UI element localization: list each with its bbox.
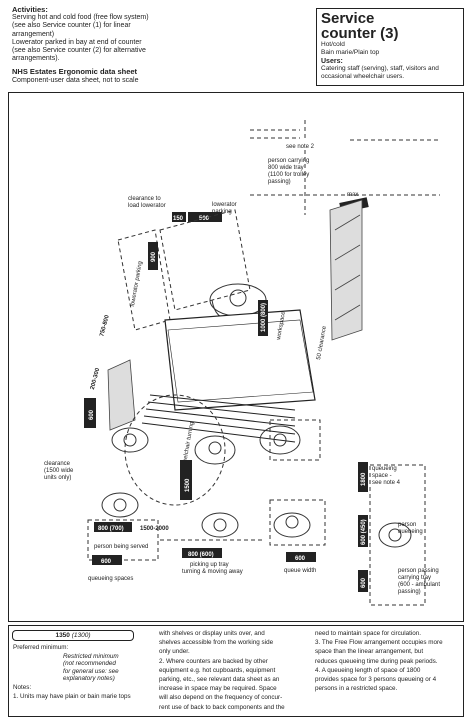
person-queueing-2: queueing xyxy=(398,529,423,535)
picking-up-1: picking up tray xyxy=(190,562,229,568)
notes-panel: Preferred minimum: Restricted minimum (n… xyxy=(8,625,464,717)
clearance-50: 50 clearance xyxy=(316,325,328,361)
col2-line: will also depend on the frequency of con… xyxy=(159,694,283,702)
queueing-space-2: space - xyxy=(372,473,392,479)
title-line1: Service xyxy=(321,10,375,27)
col2-line: with shelves or display units over, and xyxy=(159,630,265,637)
title-line2: counter (3) xyxy=(321,25,399,42)
col3-line: 4. A queueing length of space of 1800 xyxy=(315,666,421,674)
queue-width: queue width xyxy=(284,568,316,574)
col2-line: shelves accessible from the working side xyxy=(159,639,274,647)
col3-line: persons in a restricted space. xyxy=(315,685,398,693)
passing-4: passing) xyxy=(398,589,421,595)
tray-person-1: person carrying xyxy=(268,158,309,164)
col3-line: space than the linear arrangement, but xyxy=(315,648,424,656)
dim-150: 150 xyxy=(173,216,184,222)
clearance-1500-1: clearance xyxy=(44,461,71,467)
dim-600-q: 600 xyxy=(101,559,112,565)
queueing-space-3: see note 4 xyxy=(372,480,401,486)
col3-line: reduces queueing time during peak period… xyxy=(315,657,438,665)
col2-line: parking, etc., see relevant data sheet a… xyxy=(159,676,280,684)
dim-750: 750-800 xyxy=(99,314,111,337)
sheet-heading: NHS Estates Ergonomic data sheet xyxy=(12,67,138,77)
being-served: person being served xyxy=(94,544,148,550)
workspace-label: workspace xyxy=(276,310,287,341)
dim-600-left: 600 xyxy=(89,409,95,420)
dim-800-600: 800 (600) xyxy=(188,552,214,558)
col2-line: only under. xyxy=(159,648,190,656)
col2-line: equipment e.g. hot cupboards, equipment xyxy=(159,666,276,674)
activity-line: Lowerator parked in bay at end of counte… xyxy=(12,38,142,46)
col3-line: need to maintain space for circulation. xyxy=(315,630,422,637)
col3-line: 3. The Free Flow arrangement occupies mo… xyxy=(315,639,443,647)
note-see2: see note 2 xyxy=(286,144,315,150)
col2-line: 2. Where counters are backed by other xyxy=(159,657,268,665)
dim-600-450: 600 (450) xyxy=(361,519,367,545)
passing-2: carrying tray xyxy=(398,575,431,581)
sheet-sub: Component-user data sheet, not to scale xyxy=(12,76,139,84)
dim-1000: 1000 (800) xyxy=(261,303,267,332)
tray-person-3: (1100 for trolley xyxy=(268,172,309,178)
activity-line: (see also Service counter (1) for linear xyxy=(12,22,131,30)
title-sub2: Bain marie/Plain top xyxy=(321,48,380,56)
restricted-4: explanatory notes) xyxy=(63,674,115,682)
dim-200: 200-300 xyxy=(90,367,102,390)
clearance-lowerator-1: clearance to xyxy=(128,196,161,202)
clearance-1500-3: units only) xyxy=(44,475,71,481)
header-info: Activities: Serving hot and cold food (f… xyxy=(12,5,312,85)
dim-1800: 1800 xyxy=(361,472,367,486)
dim-500: 500 xyxy=(199,216,210,222)
lowerator-side: lowerator parking xyxy=(130,261,144,307)
lowerator-top-1: lowerator xyxy=(212,202,237,208)
note1: 1. Units may have plain or bain marie to… xyxy=(13,693,131,701)
dim-600-qw: 600 xyxy=(295,556,306,562)
activities-heading: Activities: xyxy=(12,5,48,14)
title-sub1: Hot/cold xyxy=(321,41,345,48)
drawing-frame xyxy=(8,92,464,622)
person-queueing-1: person xyxy=(398,522,416,528)
bar-alt: (1300) xyxy=(71,632,91,639)
col2-line: increase in space may be required. Space xyxy=(159,685,277,693)
picking-up-2: turning & moving away xyxy=(182,569,243,575)
activity-line: Serving hot and cold food (free flow sys… xyxy=(12,14,149,22)
activity-line: (see also Service counter (2) for altern… xyxy=(12,47,146,55)
dim-600-r: 600 xyxy=(361,577,367,588)
col2-line: rent use of back to back components and … xyxy=(159,703,285,711)
clearance-1500-2: (1500 wide xyxy=(44,468,74,474)
clearance-lowerator-2: load lowerator xyxy=(128,203,166,209)
title-box: Service counter (3) Hot/cold Bain marie/… xyxy=(316,8,464,86)
restricted-1: Restricted minimum xyxy=(63,653,119,661)
activity-line: arrangements). xyxy=(12,55,60,63)
tray-person-2: 800 wide tray xyxy=(268,165,304,171)
dim-800-700: 800 (700) xyxy=(98,526,124,532)
users-line2: occasional wheelchair users. xyxy=(321,72,405,80)
notes-col1: Preferred minimum: Restricted minimum (n… xyxy=(13,644,143,702)
col3-line: provides space for 3 persons queueing or… xyxy=(315,676,437,684)
passing-1: person passing xyxy=(398,568,439,574)
users-heading: Users: xyxy=(321,58,343,65)
notes-heading: Notes: xyxy=(13,684,32,692)
tray-person-4: passing) xyxy=(268,179,291,185)
dim-1500-2000: 1500-2000 xyxy=(140,526,169,532)
queueing-spaces: queueing spaces xyxy=(88,576,133,582)
restricted-3: for general use: see xyxy=(63,667,119,675)
max-label: max xyxy=(347,192,358,198)
restricted-2: (not recommended xyxy=(63,660,116,668)
notes-col2: with shelves or display units over, and … xyxy=(159,630,309,713)
dimension-bar: 1350 (1300) xyxy=(12,630,134,641)
queueing-space-1: queueing xyxy=(372,466,397,472)
notes-col3: need to maintain space for circulation. … xyxy=(315,630,461,694)
dim-1500: 1500 xyxy=(185,478,191,492)
activity-line: arrangement) xyxy=(12,30,55,38)
users-line1: Catering staff (serving), staff, visitor… xyxy=(321,65,439,72)
bar-value: 1350 xyxy=(55,632,70,639)
preferred-label: Preferred minimum: xyxy=(13,644,69,651)
dim-900: 900 xyxy=(151,251,157,262)
passing-3: (600 - ambulant xyxy=(398,582,440,588)
